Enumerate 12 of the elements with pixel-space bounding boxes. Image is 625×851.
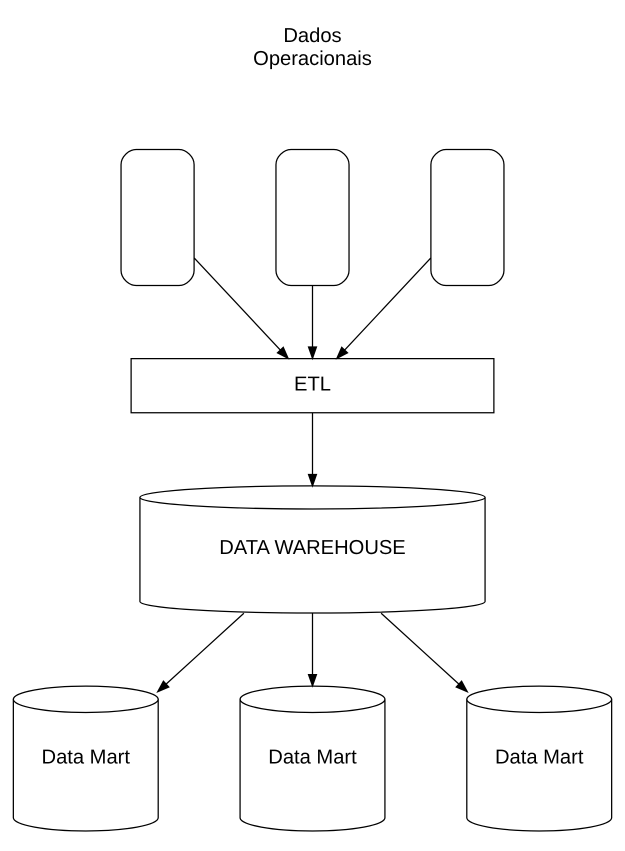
arrow	[336, 257, 432, 360]
node-box	[430, 148, 505, 286]
arrow	[308, 285, 318, 360]
arrow	[308, 612, 318, 688]
arrow	[380, 612, 469, 692]
arrow	[308, 412, 318, 488]
node-box: ETL	[130, 357, 494, 413]
arrow	[194, 257, 290, 360]
label: Dados Operacionais	[253, 24, 372, 70]
node-box	[120, 148, 195, 286]
arrow	[156, 612, 244, 692]
node-box	[275, 148, 350, 286]
